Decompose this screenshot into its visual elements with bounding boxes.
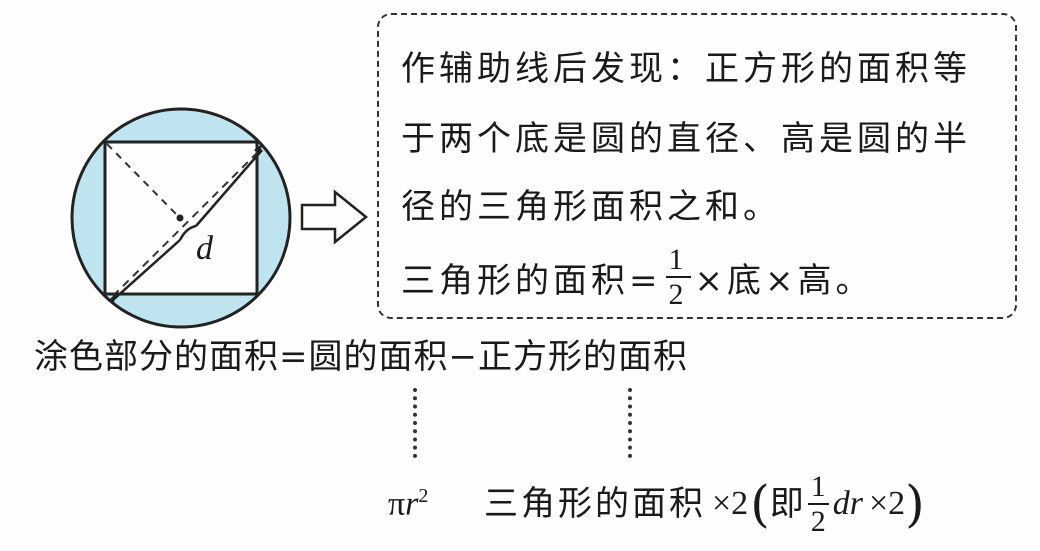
diameter-line-upper (195, 149, 263, 227)
diameter-bracket (178, 224, 197, 241)
callout-line-2: 于两个底是圆的直径、高是圆的半 (401, 119, 971, 159)
circle-area-formula: πr2 (388, 486, 428, 521)
callout-line-1: 作辅助线后发现：正方形的面积等 (401, 49, 971, 89)
diameter-label: d (196, 230, 213, 267)
exponent: 2 (418, 485, 429, 507)
half-numerator: 1 (665, 243, 691, 278)
times-two-inner: ×2 (868, 485, 906, 522)
dashed-diagonal (112, 147, 263, 297)
namely-word: 即 (769, 484, 804, 524)
dotted-connector-circle (413, 388, 417, 458)
radius-symbol: r (405, 485, 419, 523)
callout-line-3: 径的三角形面积之和。 (401, 187, 781, 227)
half-denominator-bottom: 2 (810, 505, 826, 538)
paren-close: ) (905, 475, 925, 533)
half-fraction-bottom: 1 2 (807, 470, 829, 538)
center-dot (176, 214, 184, 222)
callout-box: 作辅助线后发现：正方形的面积等 于两个底是圆的直径、高是圆的半 径的三角形面积之… (377, 13, 1017, 319)
half-fraction: 1 2 (665, 243, 691, 311)
arrow-tip-bottom (109, 292, 117, 302)
shaded-area-equation: 涂色部分的面积=圆的面积−正方形的面积 (34, 337, 688, 377)
triangle-area-text: 三角形的面积 (484, 484, 706, 524)
dotted-connector-square (628, 388, 632, 458)
callout-formula-prefix: 三角形的面积= (401, 260, 662, 301)
diameter-line-lower (112, 239, 181, 301)
callout-formula-suffix: ×底×高。 (694, 260, 874, 301)
times-two: ×2 (712, 485, 749, 522)
callout-line-4: 三角形的面积= 1 2 ×底×高。 (401, 243, 873, 311)
pi-symbol: π (388, 485, 406, 523)
dashed-half-diagonal (106, 143, 181, 219)
paren-open: ( (750, 475, 770, 533)
dr-term: dr (832, 485, 863, 522)
half-numerator-bottom: 1 (807, 470, 829, 505)
arrow-tip-top (254, 144, 262, 155)
square-area-formula: 三角形的面积 ×2 ( 即 1 2 dr ×2 ) (484, 470, 925, 538)
right-arrow-icon (300, 189, 368, 245)
half-denominator: 2 (668, 278, 688, 311)
